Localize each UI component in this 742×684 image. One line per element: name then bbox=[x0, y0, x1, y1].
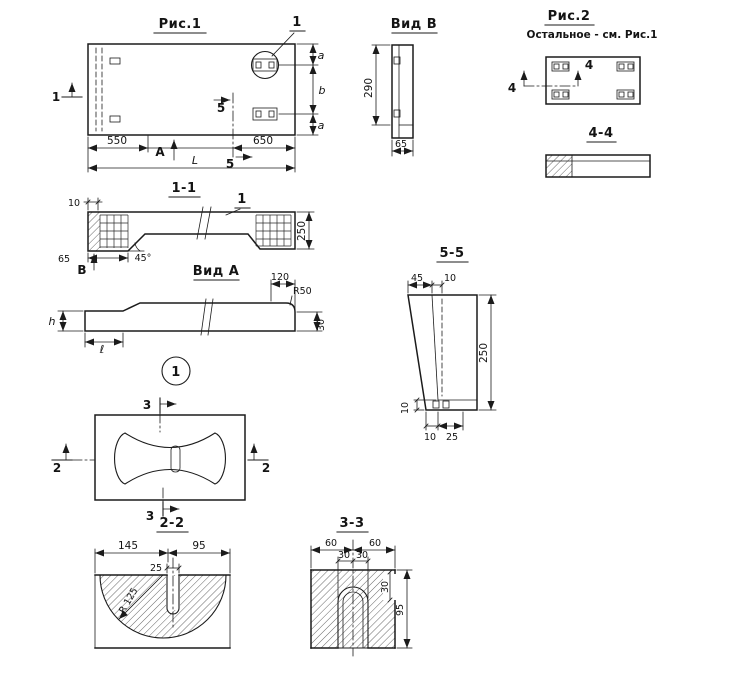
fig2-anchor-symbols bbox=[551, 61, 635, 100]
dim-h: h bbox=[49, 315, 56, 328]
view-b-outline bbox=[391, 44, 414, 139]
dim-10-cover: 10 bbox=[68, 198, 80, 209]
dim-10-bottom: 10 bbox=[424, 432, 436, 443]
dim-30-mid-right: 30 bbox=[356, 550, 368, 561]
edge-insert-bottom bbox=[109, 115, 121, 123]
section-1-1-outline bbox=[87, 211, 296, 252]
reinforcement-mesh-right bbox=[255, 214, 292, 247]
dim-b: b bbox=[319, 84, 326, 97]
dim-550: 550 bbox=[107, 135, 127, 147]
detail-plan: 3 3 2 2 bbox=[51, 397, 270, 523]
dim-30-mid-left: 30 bbox=[338, 550, 350, 561]
fig1-title: Рис.1 bbox=[159, 17, 202, 32]
section-4-4: 4-4 bbox=[545, 126, 651, 178]
dim-25-slot: 25 bbox=[150, 563, 162, 574]
dim-250-thickness: 250 bbox=[296, 221, 308, 241]
dim-a-bottom: a bbox=[318, 119, 325, 132]
fig2-note: Остальное - см. Рис.1 bbox=[527, 29, 658, 41]
dim-145: 145 bbox=[118, 540, 138, 552]
fig2-title: Рис.2 bbox=[548, 9, 591, 24]
edge-insert-top bbox=[109, 57, 121, 65]
dim-10-top: 10 bbox=[444, 273, 456, 284]
dim-65-view-b: 65 bbox=[395, 139, 407, 150]
section-2-2: 2-2 145 95 25 R 125 bbox=[94, 516, 231, 649]
section-3-bottom-label: 3 bbox=[146, 509, 154, 523]
dim-65-end: 65 bbox=[58, 254, 70, 265]
dim-120-nose: 120 bbox=[271, 272, 289, 283]
hatch-region bbox=[546, 155, 572, 177]
section-1-1-title: 1-1 bbox=[172, 181, 197, 196]
dim-95-height: 95 bbox=[395, 604, 406, 616]
break-line bbox=[196, 206, 204, 240]
detail-callout: 1 bbox=[161, 356, 191, 386]
dim-290: 290 bbox=[363, 78, 375, 98]
section-5-5: 5-5 45 10 250 10 10 25 bbox=[400, 246, 497, 443]
view-b: Вид В 290 65 bbox=[363, 17, 438, 157]
section-4-4-outline bbox=[545, 154, 651, 178]
dim-a-top: a bbox=[318, 49, 325, 62]
section-5-5-title: 5-5 bbox=[440, 246, 465, 261]
section-5-5-outline bbox=[407, 294, 478, 411]
section-5-top-label: 5 bbox=[217, 101, 225, 115]
fig1-plan: Рис.1 1 5 5 1 А bbox=[52, 15, 326, 173]
dim-L: L bbox=[192, 154, 198, 167]
section-3-3-title: 3-3 bbox=[340, 516, 365, 531]
hatch-region bbox=[100, 575, 226, 638]
view-a-title: Вид А bbox=[193, 264, 240, 279]
dim-250-height: 250 bbox=[478, 343, 490, 363]
dim-r50: R50 bbox=[293, 286, 312, 297]
arch-inner-line bbox=[342, 591, 364, 649]
section-3-top-label: 3 bbox=[143, 398, 151, 412]
dim-l: ℓ bbox=[99, 343, 105, 356]
view-b-direction-label: В bbox=[77, 263, 86, 277]
recess-arc bbox=[99, 574, 227, 639]
recess-center-slot bbox=[170, 445, 181, 473]
section-1-label: 1 bbox=[52, 90, 60, 104]
view-a-direction-label: А bbox=[155, 145, 165, 159]
section-3-3: 3-3 60 60 30 30 30 95 bbox=[310, 516, 413, 657]
arch-opening bbox=[337, 586, 369, 649]
fig2-plan: Рис.2 Остальное - см. Рис.1 4 4 bbox=[508, 9, 658, 105]
hatch-region bbox=[88, 212, 100, 251]
dim-30-tip: 30 bbox=[316, 319, 327, 331]
dim-45-top: 45 bbox=[411, 273, 423, 284]
section-2-left-label: 2 bbox=[53, 461, 61, 475]
anchor-square bbox=[442, 400, 450, 409]
dim-95-top: 95 bbox=[192, 540, 205, 552]
detail-fragment-outline bbox=[94, 414, 246, 501]
dim-60-right: 60 bbox=[369, 538, 381, 549]
break-line bbox=[204, 206, 212, 240]
dim-10-ledge: 10 bbox=[400, 402, 411, 414]
section-5-bottom-label: 5 bbox=[226, 157, 234, 171]
section-1-1-callout: 1 bbox=[237, 192, 247, 207]
break-line bbox=[207, 298, 214, 336]
recess-outline bbox=[114, 432, 226, 485]
section-4-right-label: 4 bbox=[585, 58, 593, 72]
dim-30-arch: 30 bbox=[380, 581, 391, 593]
fig2-slab-outline bbox=[545, 56, 641, 105]
anchor-symbol-top bbox=[252, 58, 278, 72]
section-1-1: 1-1 1 10 65 В 45° 250 bbox=[58, 181, 315, 277]
slab-outline bbox=[87, 43, 296, 136]
view-a: Вид А h ℓ 120 R50 30 bbox=[49, 264, 327, 356]
view-b-title: Вид В bbox=[391, 17, 437, 32]
anchor-square bbox=[432, 400, 440, 409]
section-2-2-title: 2-2 bbox=[160, 516, 185, 531]
view-a-outline bbox=[84, 302, 296, 332]
section-4-4-title: 4-4 bbox=[589, 126, 614, 141]
section-2-right-label: 2 bbox=[262, 461, 270, 475]
break-line bbox=[200, 298, 207, 336]
detail-callout-circle-on-plan bbox=[250, 50, 280, 80]
reinforcement-mesh-left bbox=[99, 214, 129, 248]
detail-callout-label: 1 bbox=[171, 365, 181, 380]
dim-650: 650 bbox=[253, 135, 273, 147]
anchor-symbol-bottom bbox=[252, 107, 278, 121]
dim-45-degrees: 45° bbox=[135, 253, 152, 264]
fig1-callout-label: 1 bbox=[292, 15, 302, 30]
dim-25-bottom: 25 bbox=[446, 432, 458, 443]
dim-60-left: 60 bbox=[325, 538, 337, 549]
section-4-left-label: 4 bbox=[508, 81, 516, 95]
